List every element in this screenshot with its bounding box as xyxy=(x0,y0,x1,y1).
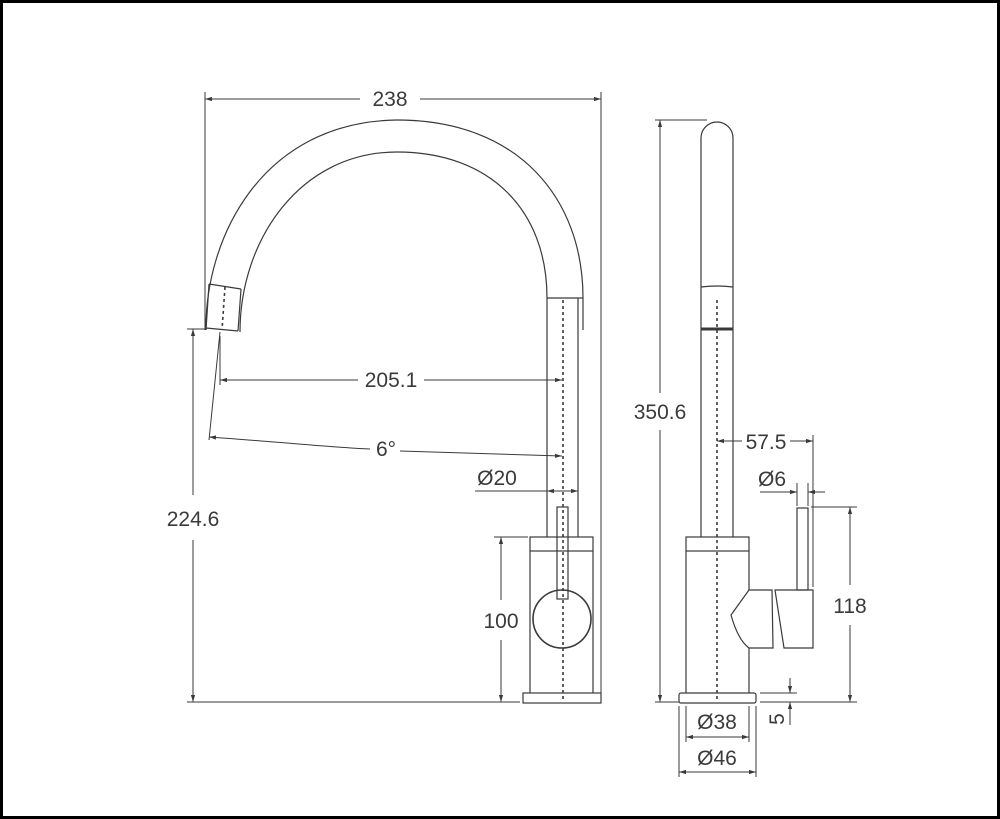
spout-outlet xyxy=(205,283,242,332)
side-lever-stem xyxy=(796,507,809,591)
spout-outer-arc xyxy=(205,119,584,331)
lever-stem xyxy=(556,506,569,600)
dim-body-diameter: Ø38 xyxy=(697,711,737,734)
body-base xyxy=(522,692,602,704)
side-handle-body xyxy=(774,589,814,649)
lever-knob xyxy=(532,589,592,649)
dim-lever-height: 118 xyxy=(833,595,866,618)
dim-overall-height: 350.6 xyxy=(634,401,687,424)
body-collar xyxy=(529,536,594,552)
dim-lever-offset: 57.5 xyxy=(746,431,787,454)
dim-base-diameter: Ø46 xyxy=(697,747,737,770)
side-spout-tube xyxy=(700,121,734,537)
dim-lever-diameter: Ø6 xyxy=(758,468,786,491)
dim-body-height: 100 xyxy=(483,610,518,633)
side-spout-joint xyxy=(700,285,734,288)
side-body-base xyxy=(678,692,757,704)
dim-spout-reach: 205.1 xyxy=(365,369,418,392)
dim-spout-diameter: Ø20 xyxy=(477,467,517,490)
side-view: 350.6 57.5 Ø6 118 5 Ø38 Ø46 xyxy=(634,119,867,777)
dim-base-thickness: 5 xyxy=(766,713,789,725)
spout-inner-arc xyxy=(239,151,548,333)
dim-spout-angle: 6° xyxy=(376,438,396,461)
side-handle-hub xyxy=(730,589,774,649)
side-body-collar xyxy=(685,536,750,552)
dim-overall-width: 238 xyxy=(372,88,407,111)
front-view: 238 205.1 6° Ø20 224.6 100 xyxy=(167,88,602,704)
dim-outlet-height: 224.6 xyxy=(167,508,220,531)
outlet-centerline xyxy=(221,286,226,331)
